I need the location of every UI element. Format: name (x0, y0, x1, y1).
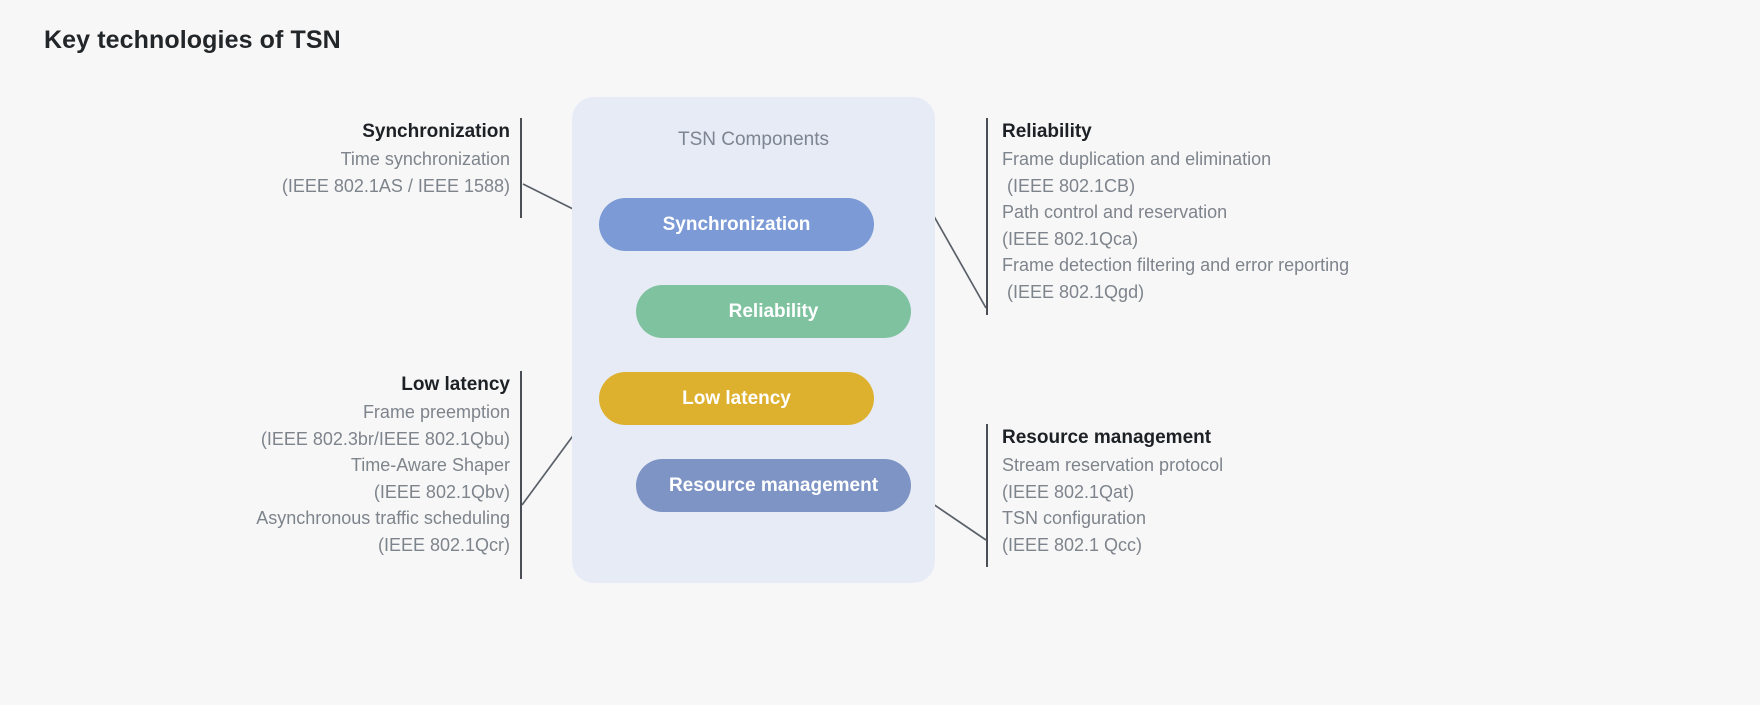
annotation-heading-low-latency: Low latency (401, 374, 510, 395)
annotation-rule-synchronization (520, 118, 522, 218)
annotation-details-resource-management: Stream reservation protocol (IEEE 802.1Q… (1002, 455, 1224, 555)
annotation-heading-synchronization: Synchronization (362, 121, 510, 142)
pill-reliability[interactable]: Reliability (636, 285, 911, 338)
annotation-heading-resource-management: Resource management (1002, 427, 1212, 448)
tsn-components-panel: TSN Components Synchronization Reliabili… (572, 97, 935, 583)
pill-resource-management[interactable]: Resource management (636, 459, 911, 512)
annotation-body-resource-management: Resource management Stream reservation p… (1002, 424, 1442, 558)
annotation-body-synchronization: Synchronization Time synchronization (IE… (180, 118, 510, 199)
pill-low-latency[interactable]: Low latency (599, 372, 874, 425)
tsn-components-label: TSN Components (677, 129, 829, 150)
annotation-rule-reliability (986, 118, 988, 315)
annotation-body-reliability: Reliability Frame duplication and elimin… (1002, 118, 1522, 305)
page-title: Key technologies of TSN (44, 26, 341, 54)
pill-synchronization[interactable]: Synchronization (599, 198, 874, 251)
annotation-body-low-latency: Low latency Frame preemption (IEEE 802.3… (140, 371, 510, 558)
annotation-details-low-latency: Frame preemption (IEEE 802.3br/IEEE 802.… (256, 402, 510, 555)
annotation-heading-reliability: Reliability (1002, 121, 1092, 142)
annotation-rule-low-latency (520, 371, 522, 579)
annotation-details-reliability: Frame duplication and elimination (IEEE … (1002, 149, 1350, 302)
annotation-details-synchronization: Time synchronization (IEEE 802.1AS / IEE… (281, 149, 510, 196)
annotation-rule-resource-management (986, 424, 988, 567)
